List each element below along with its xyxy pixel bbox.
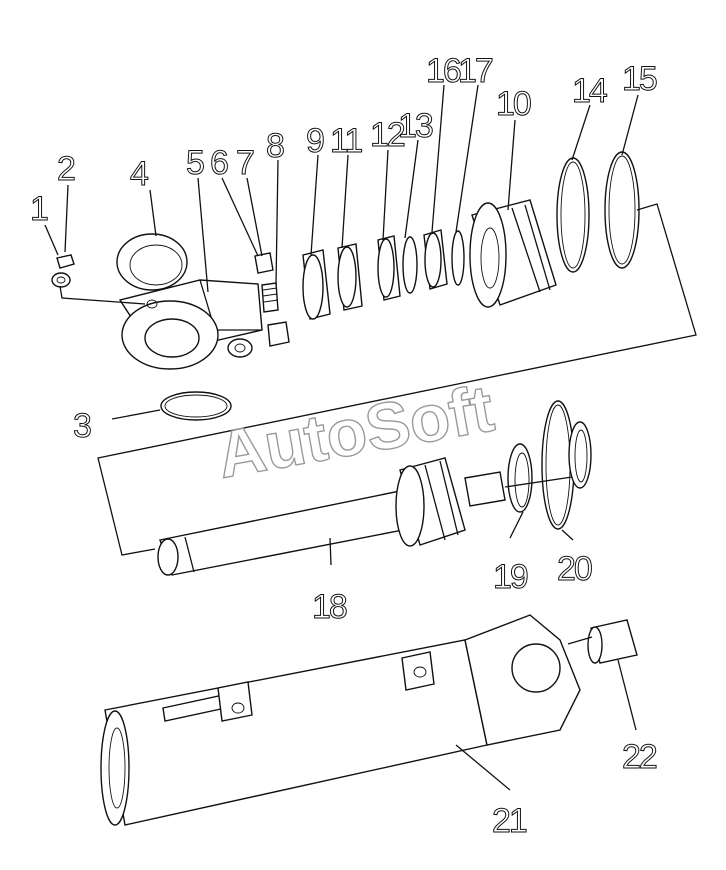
callout-14: 14 [572,72,607,110]
cylinder-barrel [100,614,581,826]
rod-end-head [116,233,263,370]
leader-frame [97,203,697,556]
callout-4: 4 [130,155,148,193]
callout-5: 5 [186,144,204,182]
callout-1: 1 [30,190,48,228]
callout-16: 16 [426,52,461,90]
callout-12: 12 [370,116,405,154]
callout-11: 11 [330,122,362,160]
bolt-parts [254,252,290,347]
callout-10: 10 [496,85,531,123]
callout-9: 9 [306,122,324,160]
callout-3: 3 [73,407,91,445]
seal-stack [302,229,465,320]
o-rings-top [556,151,640,273]
callout-13: 13 [398,107,433,145]
bushing-22 [567,619,638,664]
snap-ring-3 [111,391,232,421]
callout-18: 18 [312,588,347,626]
callout-8: 8 [266,127,284,165]
piston-rod-assembly [157,457,506,576]
callout-17: 17 [458,52,493,90]
leader-lines [44,84,639,791]
callout-19: 19 [493,558,528,596]
callout-2: 2 [57,150,75,188]
callout-labels: 1 2 3 4 5 6 7 8 9 10 11 12 13 14 15 16 1… [30,52,660,841]
watermark-text: AutoSoft [212,371,499,492]
callout-22: 22 [622,738,657,776]
callout-7: 7 [236,144,254,182]
gland-part [469,199,557,308]
callout-15: 15 [622,60,657,98]
callout-21: 21 [492,802,527,840]
o-rings-middle [504,400,592,530]
callout-20: 20 [557,550,592,588]
callout-6: 6 [210,144,228,182]
grease-fitting-parts [51,254,146,305]
